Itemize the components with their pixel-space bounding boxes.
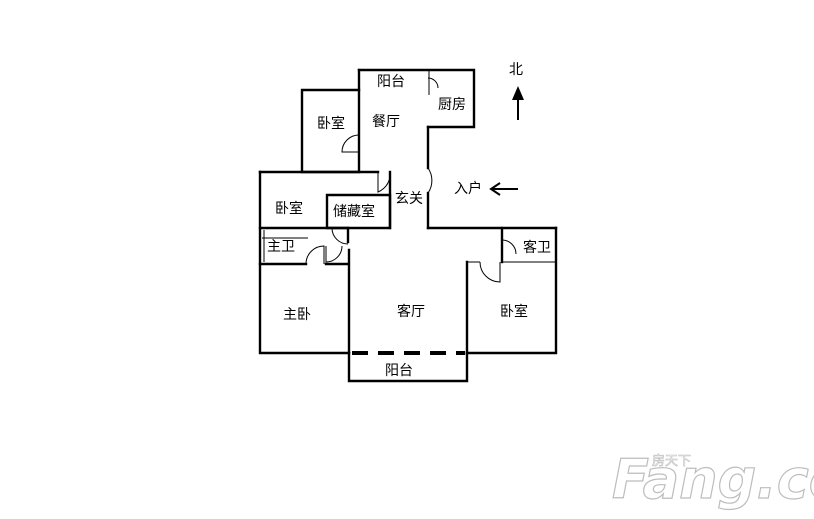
label-foyer: 玄关	[395, 190, 423, 207]
label-master-bath: 主卫	[267, 239, 295, 255]
entrance-arrow	[489, 182, 518, 196]
label-master-bedroom: 主卧	[283, 307, 311, 323]
label-balcony-top: 阳台	[377, 74, 405, 90]
fang-logo-watermark: 房天下 Fang.com	[611, 447, 814, 511]
label-bedroom-w: 卧室	[275, 200, 303, 217]
north-label: 北	[509, 62, 523, 78]
label-living-room: 客厅	[397, 303, 425, 320]
watermark-brand: Fang.com	[612, 448, 814, 511]
room-labels: 阳台 厨房 卧室 餐厅 卧室 储藏室 玄关 入户 主卫 客卫 主卧 客厅 卧室 …	[267, 74, 551, 379]
walls	[258, 68, 558, 383]
label-storage: 储藏室	[333, 203, 375, 220]
watermark-brand-cn: 房天下	[652, 453, 691, 469]
label-bedroom-e: 卧室	[500, 303, 528, 320]
label-kitchen: 厨房	[438, 97, 466, 113]
doors	[305, 77, 517, 283]
label-dining: 餐厅	[372, 114, 400, 130]
label-guest-bath: 客卫	[523, 239, 551, 256]
north-arrow	[512, 86, 524, 120]
label-bedroom-nw: 卧室	[317, 115, 345, 132]
label-balcony-bottom: 阳台	[385, 363, 413, 379]
label-entrance: 入户	[454, 180, 482, 197]
